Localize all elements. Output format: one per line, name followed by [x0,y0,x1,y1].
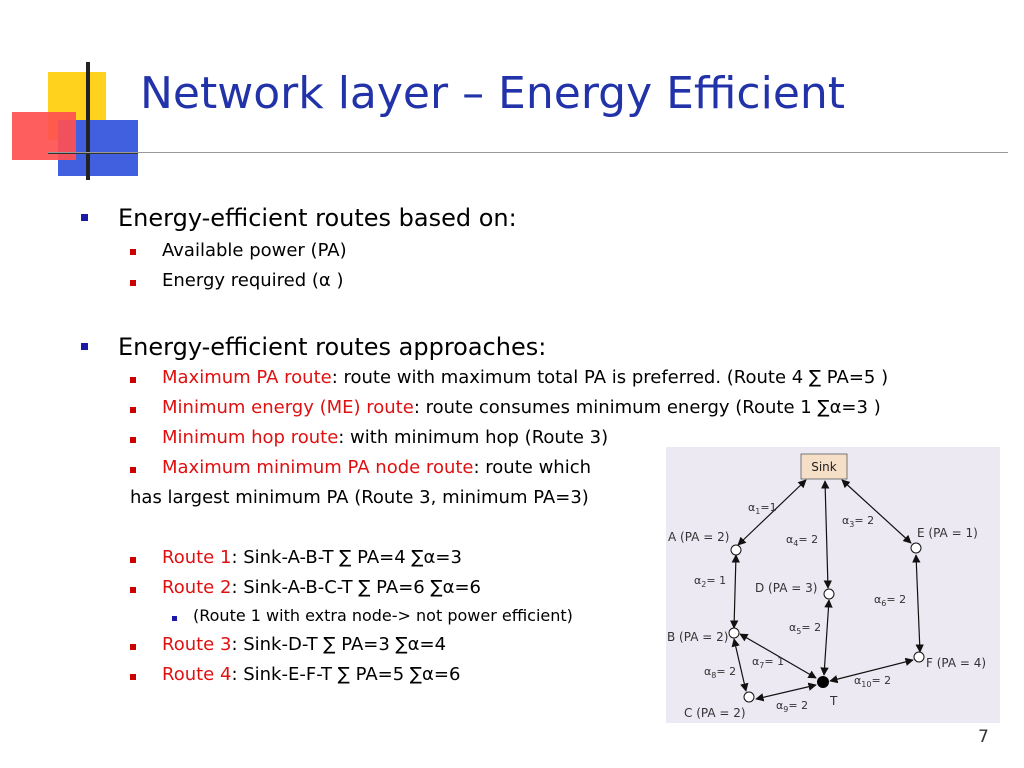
list-item: Minimum energy (ME) route: route consume… [162,399,881,417]
list-item: Maximum minimum PA node route: route whi… [162,459,591,477]
edge-c-t [755,682,817,702]
approach-desc: : route consumes minimum energy (Route 1… [413,397,881,418]
bullet-marker [130,674,136,680]
route-note: (Route 1 with extra node-> not power eff… [193,606,573,625]
network-diagram: Sink A (PA = 2) D (PA = 3) E (PA = 1) B … [666,447,1000,723]
edge-label-a4: α4= 2 [786,533,818,548]
node-d [823,588,835,600]
bullet-marker [130,280,136,286]
bullet-marker [81,343,88,350]
bullet-marker [172,616,177,621]
bullet-marker [130,557,136,563]
route-name: Route 3 [162,634,232,655]
approach-desc: : route with maximum total PA is preferr… [331,367,889,388]
node-label-t: T [829,694,838,708]
slide-title: Network layer – Energy Efficient [140,68,846,119]
approach-name: Minimum hop route [162,427,339,448]
route-name: Route 2 [162,577,232,598]
approach-desc: : with minimum hop (Route 3) [338,427,609,448]
list-item: Route 3: Sink-D-T ∑ PA=3 ∑α=4 [162,636,446,654]
bullet-marker [130,587,136,593]
bullet-marker [130,407,136,413]
node-f [913,651,925,663]
list-item: Available power (PA) [162,240,347,261]
section1-heading: Energy-efficient routes based on: [118,204,517,232]
node-e [910,542,922,554]
sink-node [800,453,848,480]
edge-label-a8: α8= 2 [704,665,736,680]
list-item: Route 4: Sink-E-F-T ∑ PA=5 ∑α=6 [162,666,460,684]
edge-sink-e [841,479,912,544]
node-c [743,691,755,703]
node-label-a: A (PA = 2) [668,530,729,544]
list-item: Maximum PA route: route with maximum tot… [162,369,888,387]
bullet-marker [130,467,136,473]
node-label-d: D (PA = 3) [755,581,817,595]
network-graph: Sink A (PA = 2) D (PA = 3) E (PA = 1) B … [667,453,986,720]
edge-b-t [739,633,817,679]
edge-d-t [820,599,833,676]
bullet-marker [130,437,136,443]
node-label-b: B (PA = 2) [667,630,728,644]
list-item: Route 2: Sink-A-B-C-T ∑ PA=6 ∑α=6 [162,579,481,597]
decorative-logo [12,62,138,180]
route-desc: : Sink-A-B-T ∑ PA=4 ∑α=3 [231,547,462,568]
title-divider [48,152,1008,153]
list-item: Minimum hop route: with minimum hop (Rou… [162,429,608,447]
edge-label-a7: α7= 1 [752,655,784,670]
section2-heading: Energy-efficient routes approaches: [118,333,547,361]
approach-name: Maximum PA route [162,367,332,388]
edge-label-a6: α6= 2 [874,593,906,608]
edge-label-a9: α9= 2 [776,699,808,714]
sink-label: Sink [811,460,837,474]
edge-sink-d [821,480,832,589]
bullet-marker [130,377,136,383]
node-label-e: E (PA = 1) [917,526,978,540]
bullet-marker [130,249,136,255]
route-name: Route 1 [162,547,232,568]
approach-name: Minimum energy (ME) route [162,397,414,418]
edge-t-f [829,657,914,684]
node-label-c: C (PA = 2) [684,706,746,720]
edge-sink-a [737,479,807,546]
bullet-marker [81,214,88,221]
approach-desc: : route which [473,457,592,478]
route-desc: : Sink-E-F-T ∑ PA=5 ∑α=6 [231,664,461,685]
node-a [730,544,742,556]
route-desc: : Sink-D-T ∑ PA=3 ∑α=4 [231,634,447,655]
edge-a-b [730,554,740,629]
edge-label-a10: α10= 2 [854,674,891,689]
edge-label-a2: α2= 1 [694,574,726,589]
page-number: 7 [978,727,989,747]
list-item: Route 1: Sink-A-B-T ∑ PA=4 ∑α=3 [162,549,462,567]
list-item: Energy required (α ) [162,270,344,291]
edge-label-a1: α1=1 [748,501,777,516]
approach-name: Maximum minimum PA node route [162,457,474,478]
route-desc: : Sink-A-B-C-T ∑ PA=6 ∑α=6 [231,577,481,598]
edge-label-a5: α5= 2 [789,621,821,636]
route-name: Route 4 [162,664,232,685]
edge-e-f [912,554,924,653]
bullet-marker [130,644,136,650]
node-label-f: F (PA = 4) [926,656,986,670]
edge-label-a3: α3= 2 [842,514,874,529]
edge-b-c [731,638,749,692]
node-b [728,627,740,639]
continuation-text: has largest minimum PA (Route 3, minimum… [130,487,589,508]
node-t [817,676,829,688]
